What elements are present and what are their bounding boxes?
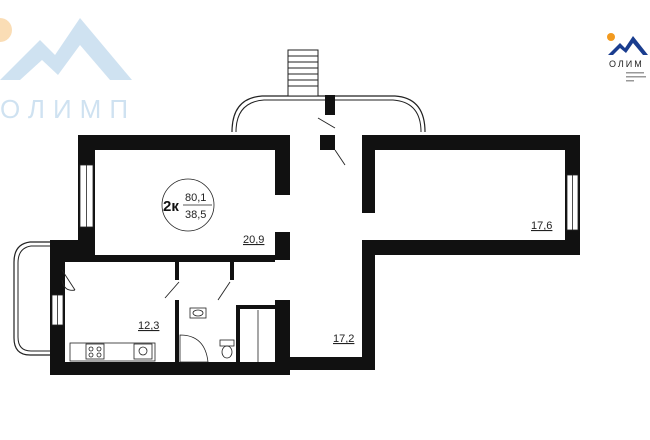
doors (61, 117, 346, 301)
stairs (287, 49, 319, 97)
room-area-hall: 17,2 (333, 333, 354, 345)
room-area-bedroom: 17,6 (531, 220, 552, 232)
walls (50, 95, 580, 375)
living-area: 38,5 (185, 209, 206, 221)
rooms-count: 2к (163, 198, 179, 215)
room-area-living: 20,9 (243, 234, 264, 246)
apartment-area-badge: 2к 80,1 38,5 (161, 178, 215, 232)
corner-logo-text: ОЛИМ (609, 59, 644, 69)
left-balcony (13, 241, 50, 356)
fixtures (69, 307, 259, 363)
watermark-logo: ОЛИМП (0, 18, 136, 124)
room-area-kitchen: 12,3 (138, 320, 159, 332)
corner-logo: ОЛИМ (607, 33, 648, 82)
windows (51, 164, 579, 326)
watermark-logo-text: ОЛИМП (0, 94, 136, 124)
total-area: 80,1 (185, 192, 206, 204)
